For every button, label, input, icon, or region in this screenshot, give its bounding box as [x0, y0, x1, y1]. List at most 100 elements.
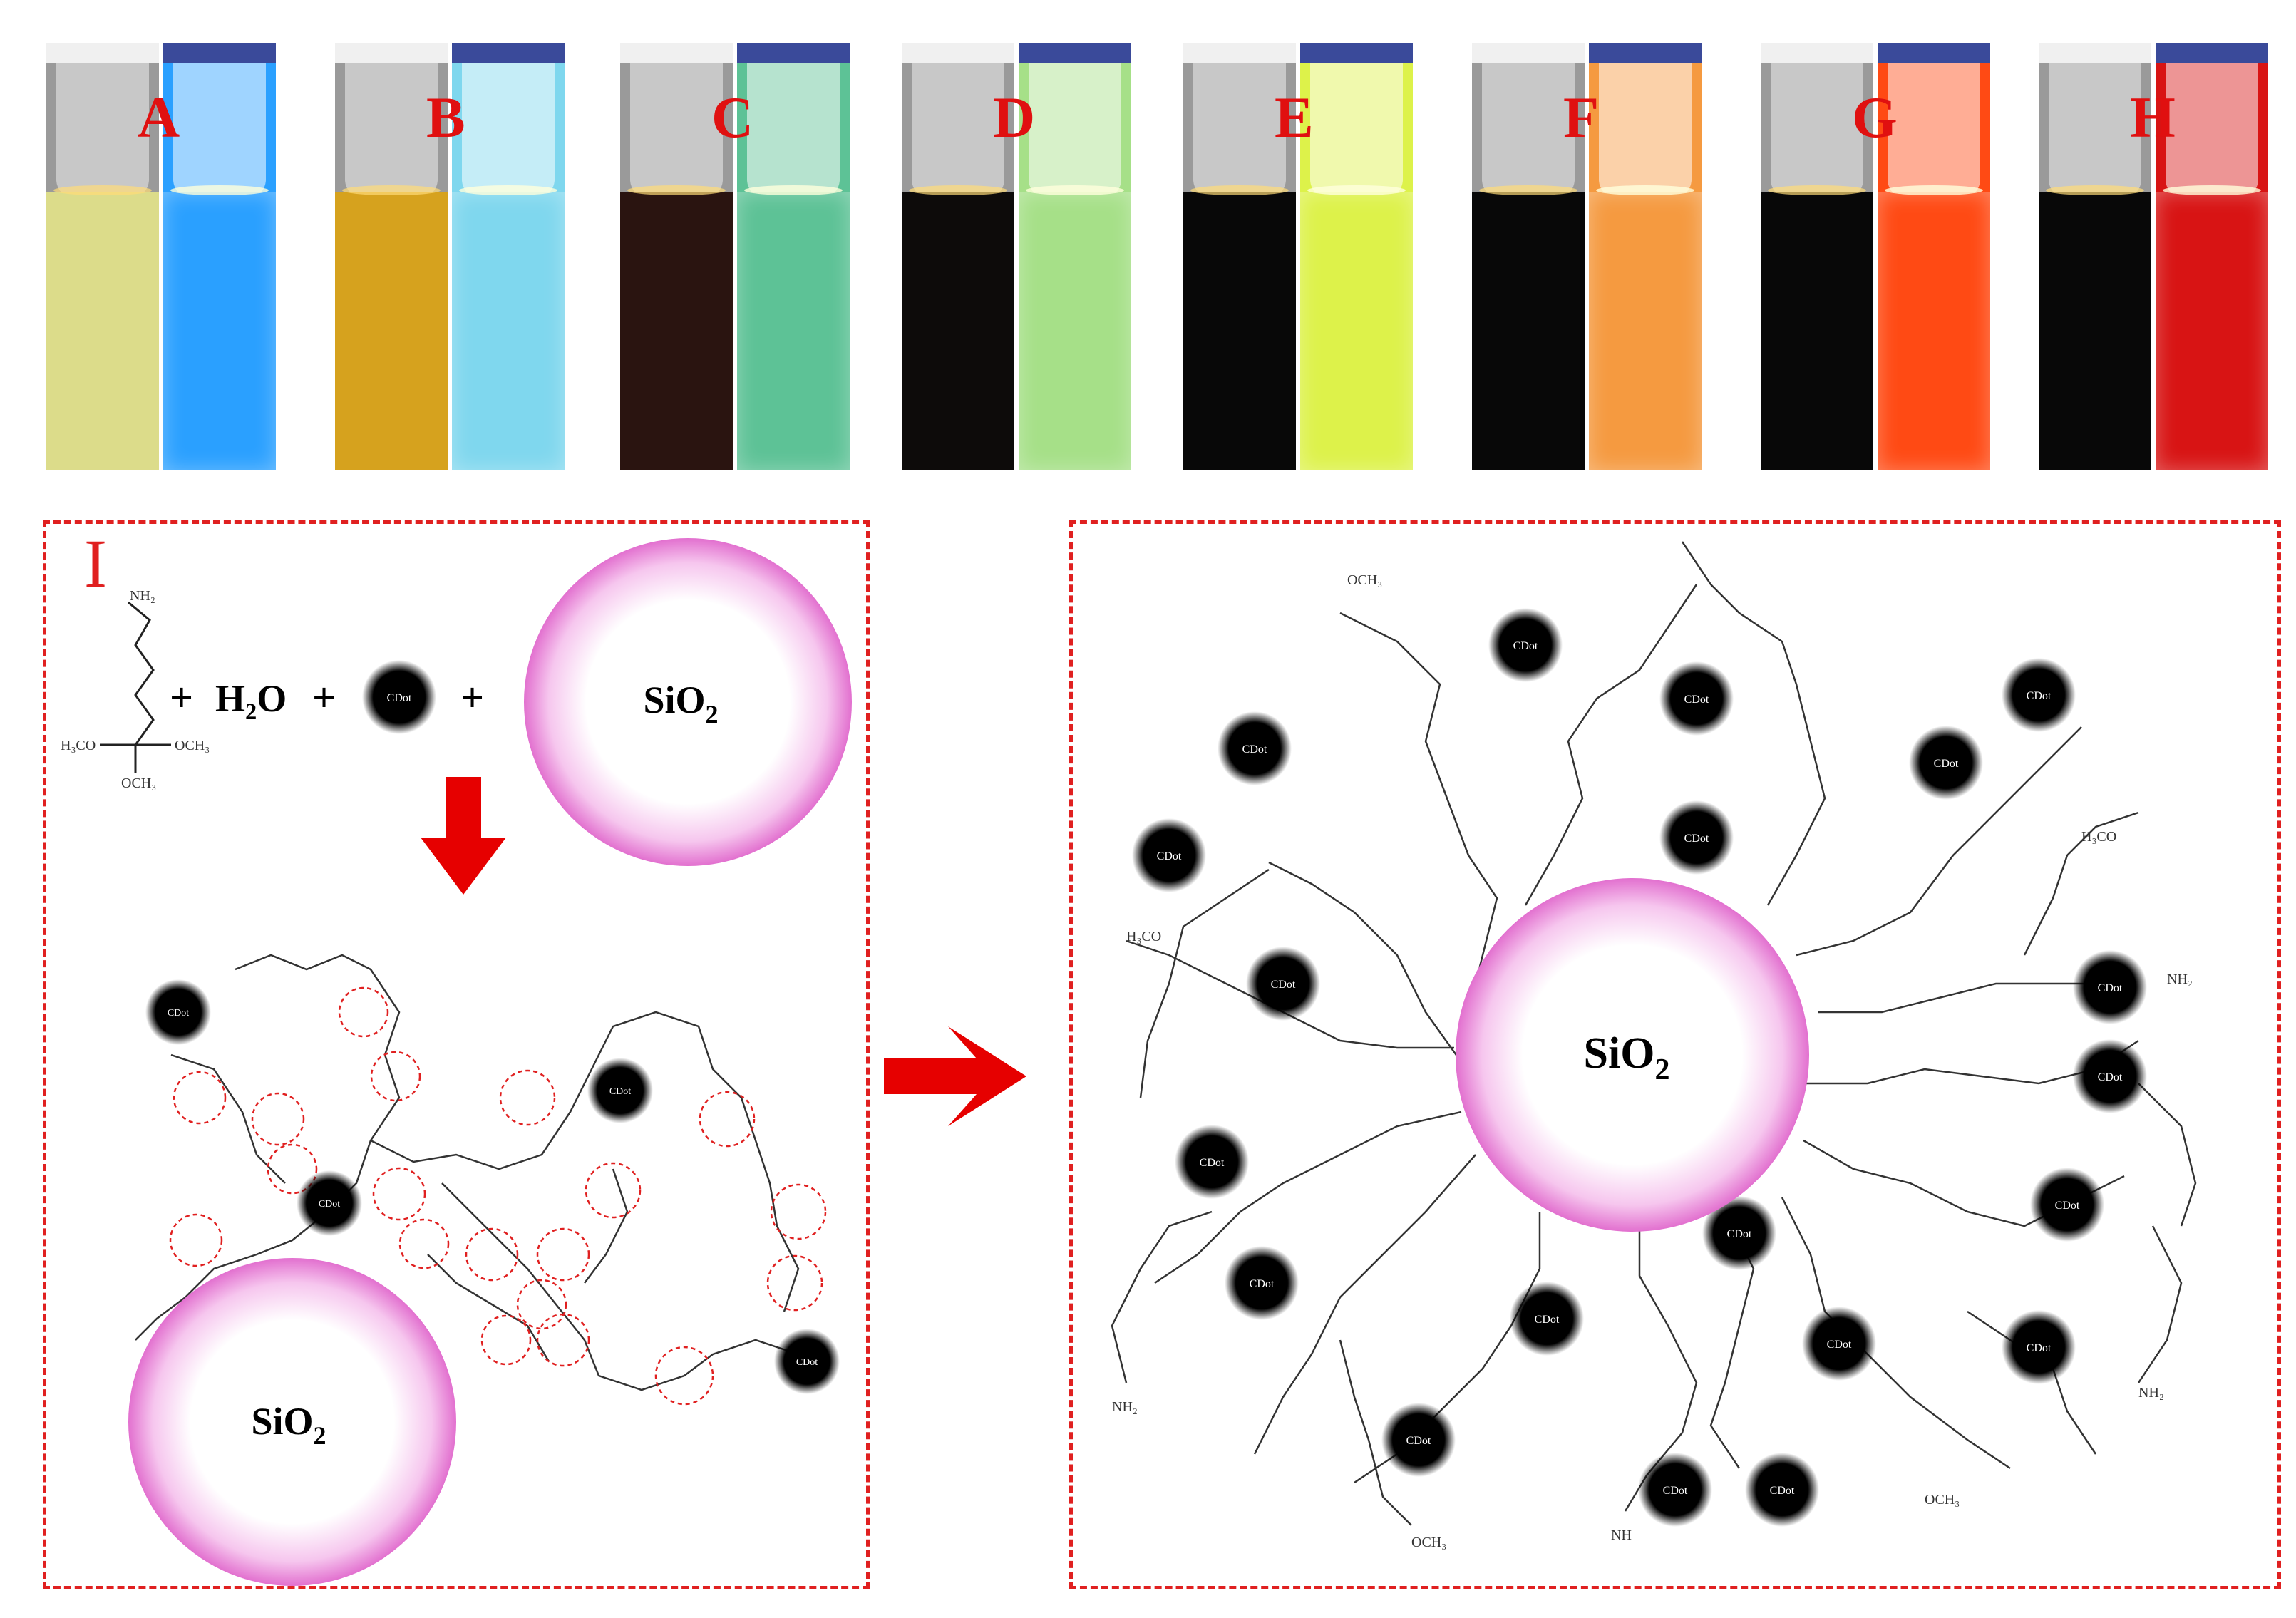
- uv-cuvette: [2156, 43, 2268, 470]
- carbon-dot-label: CDot: [1663, 1485, 1688, 1497]
- carbon-dot: [2002, 1310, 2076, 1384]
- carbon-dot: [2073, 950, 2147, 1024]
- daylight-cuvette: [335, 43, 448, 470]
- silica-sphere-intermediate: [128, 1258, 456, 1586]
- carbon-dot-label: CDot: [1684, 833, 1709, 845]
- carbon-dot: [1909, 726, 1983, 800]
- right-scheme-box: [1069, 520, 2281, 1589]
- daylight-cuvette: [2039, 43, 2151, 470]
- panel-letter: E: [1275, 85, 1314, 150]
- carbon-dot-label: CDot: [1200, 1157, 1225, 1169]
- carbon-dot-label: CDot: [1535, 1314, 1560, 1326]
- panel-letter: G: [1852, 85, 1898, 150]
- carbon-dot: [1802, 1307, 1876, 1381]
- carbon-dot-label: CDot: [2055, 1200, 2080, 1212]
- carbon-dot-label: CDot: [2098, 982, 2123, 994]
- carbon-dot-label: CDot: [1727, 1228, 1752, 1240]
- cuvette-pair-f: F: [1472, 43, 1707, 470]
- daylight-cuvette: [46, 43, 159, 470]
- carbon-dot: [1246, 947, 1320, 1021]
- carbon-dot-label: CDot: [1827, 1339, 1852, 1351]
- daylight-cuvette: [620, 43, 733, 470]
- carbon-dot: [362, 660, 436, 734]
- methoxy-label: OCH₃: [175, 738, 210, 753]
- svg-text:CDot: CDot: [796, 1357, 818, 1368]
- svg-text:NH₂: NH₂: [1112, 1399, 1138, 1415]
- svg-text:NH₂: NH₂: [2167, 972, 2193, 987]
- carbon-dot-label: CDot: [1770, 1485, 1795, 1497]
- carbon-dot: [1745, 1453, 1819, 1527]
- carbon-dot: [2002, 658, 2076, 732]
- cuvette-pair-g: G: [1761, 43, 1996, 470]
- panel-letter: D: [993, 85, 1036, 150]
- carbon-dot-label: CDot: [1934, 758, 1959, 770]
- carbon-dot: [1175, 1125, 1249, 1199]
- uv-cuvette: [1589, 43, 1702, 470]
- carbon-dot-label: CDot: [1157, 850, 1182, 862]
- carbon-dot-label: CDot: [1250, 1278, 1275, 1290]
- right-arrow-icon: [884, 1026, 1026, 1126]
- carbon-dot: [1659, 800, 1734, 875]
- cuvette-pair-h: H: [2039, 43, 2274, 470]
- reaction-site-circles: [169, 986, 827, 1406]
- svg-text:CDot: CDot: [168, 1008, 189, 1019]
- cuvette-pair-c: C: [620, 43, 855, 470]
- svg-text:OCH₃: OCH₃: [1347, 572, 1382, 588]
- cuvette-pair-d: D: [902, 43, 1137, 470]
- uv-cuvette: [163, 43, 276, 470]
- carbon-dot: [1510, 1282, 1584, 1356]
- panel-letter: F: [1563, 85, 1600, 150]
- silica-label: SiO2: [643, 679, 718, 728]
- intermediate-network: [135, 954, 800, 1391]
- daylight-cuvette: [1183, 43, 1296, 470]
- daylight-cuvette: [1761, 43, 1873, 470]
- plus-sign: +: [312, 674, 336, 721]
- svg-text:H₃CO: H₃CO: [1126, 929, 1161, 944]
- carbon-dot: [1381, 1403, 1456, 1477]
- methoxy-label: H₃CO: [61, 738, 96, 753]
- daylight-cuvette: [1472, 43, 1585, 470]
- svg-text:CDot: CDot: [319, 1199, 340, 1210]
- uv-cuvette: [1019, 43, 1131, 470]
- panel-letter: H: [2130, 85, 2176, 150]
- left-scheme-box: [43, 520, 870, 1589]
- carbon-dot: [1638, 1453, 1712, 1527]
- carbon-dot: [1488, 608, 1563, 682]
- intermediate-carbon-dots: CDot CDot CDot CDot: [145, 979, 840, 1394]
- carbon-dot-label: CDot: [2027, 690, 2052, 702]
- daylight-cuvette: [902, 43, 1014, 470]
- cuvette-pair-e: E: [1183, 43, 1419, 470]
- silica-label: SiO2: [1584, 1029, 1670, 1086]
- carbon-dot-label: CDot: [1406, 1435, 1431, 1447]
- svg-text:CDot: CDot: [609, 1086, 631, 1097]
- carbon-dot: [1132, 818, 1206, 892]
- carbon-dot: [2073, 1039, 2147, 1113]
- carbon-dot: [1659, 661, 1734, 736]
- svg-text:OCH₃: OCH₃: [1411, 1535, 1446, 1550]
- carbon-dot: [1218, 711, 1292, 785]
- uv-cuvette: [1300, 43, 1413, 470]
- carbon-dot: [1702, 1196, 1776, 1270]
- down-arrow-icon: [421, 777, 506, 895]
- amine-label: NH₂: [130, 588, 155, 604]
- panel-letter: A: [138, 85, 180, 150]
- uv-cuvette: [452, 43, 565, 470]
- plus-sign: +: [460, 674, 484, 721]
- cuvette-pair-a: A: [46, 43, 282, 470]
- carbon-dot-label: CDot: [1684, 694, 1709, 706]
- carbon-dot: [2030, 1168, 2104, 1242]
- methoxy-label: OCH₃: [121, 775, 156, 791]
- small-atom-labels: OCH₃ H₃CO H₃CO NH₂ NH₂ NH₂ OCH₃ OCH₃ NH: [1112, 572, 2193, 1550]
- carbon-dot-label: CDot: [2027, 1342, 2052, 1354]
- carbon-dot: [1225, 1246, 1299, 1320]
- cuvette-pair-b: B: [335, 43, 570, 470]
- silica-sphere: [524, 538, 852, 866]
- carbon-dot-label: CDot: [1242, 743, 1267, 756]
- carbon-dot-label: CDot: [2098, 1071, 2123, 1083]
- silica-sphere-composite: [1456, 878, 1809, 1232]
- carbon-dot-label: CDot: [1271, 979, 1296, 991]
- aptes-molecule: [100, 601, 171, 773]
- uv-cuvette: [1878, 43, 1990, 470]
- water-label: H₂O: [215, 677, 287, 720]
- svg-text:OCH₃: OCH₃: [1925, 1492, 1960, 1508]
